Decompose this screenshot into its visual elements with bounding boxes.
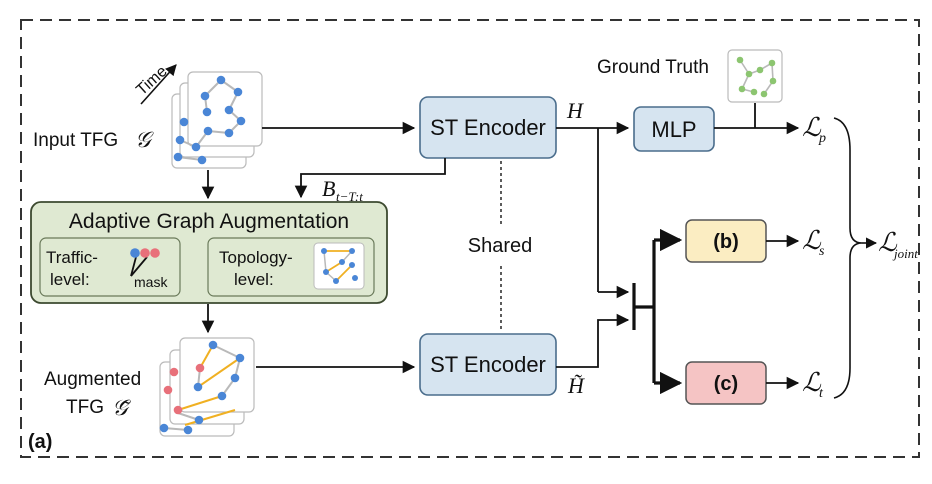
panel-label: (a) xyxy=(28,431,52,453)
input-tfg-label: Input TFG xyxy=(33,130,118,151)
augmented-tfg-stack xyxy=(159,337,255,437)
augmented-label-line2: TFG xyxy=(66,397,104,418)
augmentation-title: Adaptive Graph Augmentation xyxy=(69,210,349,233)
shared-label: Shared xyxy=(468,235,533,257)
b-symbol: B xyxy=(322,176,335,201)
adaptive-graph-augmentation-box: Adaptive Graph Augmentation Traffic- lev… xyxy=(30,201,388,304)
loss-ls-sub: s xyxy=(819,244,825,259)
loss-lt-main: ℒ xyxy=(802,368,822,397)
outer-frame xyxy=(20,19,920,458)
augmented-tfg-symbol: 𝒢̃ xyxy=(112,395,132,420)
st-encoder-top: ST Encoder xyxy=(419,96,557,159)
input-graph-nodes xyxy=(173,75,246,165)
time-arrow xyxy=(140,64,177,105)
loss-joint-main: ℒ xyxy=(878,228,898,257)
loss-lt: ℒ t xyxy=(802,368,824,401)
input-tfg-stack xyxy=(171,71,263,169)
loss-ls: ℒ s xyxy=(802,226,825,259)
ground-truth-graph xyxy=(727,49,783,103)
st-encoder-top-label: ST Encoder xyxy=(430,115,546,140)
h-symbol: H xyxy=(566,98,584,123)
topology-graph-icon xyxy=(313,242,365,290)
loss-joint: ℒ joint xyxy=(878,228,918,261)
mlp-label: MLP xyxy=(651,117,696,142)
mask-label: mask xyxy=(134,274,168,290)
loss-lp-sub: p xyxy=(818,131,826,146)
mlp-box: MLP xyxy=(633,106,715,152)
arrow-encoder-to-augmentation xyxy=(294,158,446,199)
augmented-label-line1: Augmented xyxy=(44,369,141,390)
loss-brace xyxy=(833,117,863,399)
b-module: (b) xyxy=(685,219,767,263)
mask-node-icon xyxy=(130,248,160,277)
b-label: (b) xyxy=(713,231,739,253)
ground-truth-label: Ground Truth xyxy=(597,57,709,78)
topology-level-line1: Topology- xyxy=(219,248,293,267)
loss-lp: ℒ p xyxy=(802,113,826,146)
b-subscript: t−T:t xyxy=(336,189,363,204)
loss-joint-sub: joint xyxy=(892,246,918,261)
c-label: (c) xyxy=(714,373,738,395)
st-encoder-bottom: ST Encoder xyxy=(419,333,557,396)
traffic-level-line2: level: xyxy=(50,270,90,289)
topology-level-line2: level: xyxy=(234,270,274,289)
time-label: Time xyxy=(133,63,170,99)
loss-lp-main: ℒ xyxy=(802,113,822,142)
loss-lt-sub: t xyxy=(819,386,824,401)
c-module: (c) xyxy=(685,361,767,405)
st-encoder-bottom-label: ST Encoder xyxy=(430,352,546,377)
h-tilde-symbol: H̃ xyxy=(567,373,585,398)
input-tfg-symbol: 𝒢 xyxy=(135,127,154,152)
arrow-h-tilde-to-merge xyxy=(556,313,630,368)
traffic-level-line1: Traffic- xyxy=(46,248,98,267)
loss-ls-main: ℒ xyxy=(802,226,822,255)
